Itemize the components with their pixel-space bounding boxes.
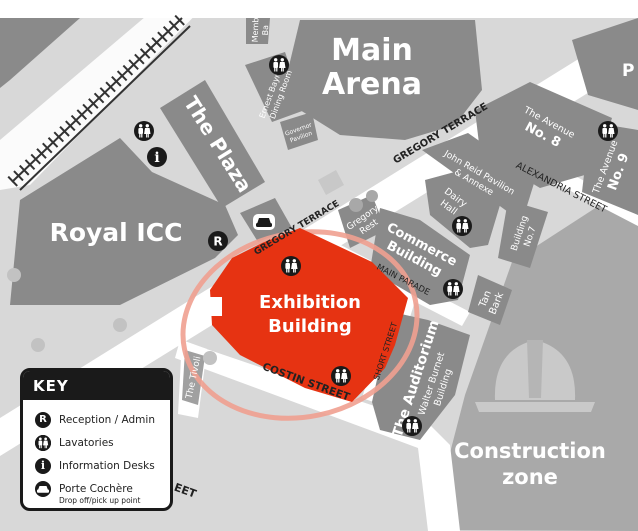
porte-cochere-icon <box>253 214 275 230</box>
reception-icon: R <box>208 231 228 251</box>
info-desk-icon: i <box>147 147 167 167</box>
members-bar-label-2: Ba <box>261 25 270 36</box>
key-label: Reception / Admin <box>59 414 155 426</box>
svg-text:R: R <box>213 235 222 249</box>
building-no7 <box>498 200 548 268</box>
key-sublabel: Drop off/pick up point <box>59 496 141 505</box>
railway-track <box>11 17 183 183</box>
top-right-building <box>572 18 638 110</box>
lavatory-icon <box>598 121 618 141</box>
the-plaza-building <box>160 80 265 208</box>
lavatory-icon <box>281 256 301 276</box>
reception-icon: R <box>35 412 51 428</box>
lavatory-icon <box>402 416 422 436</box>
key-label: Information Desks <box>59 460 155 472</box>
map-key: KEY R Reception / Admin Lavatories i Inf… <box>20 368 173 511</box>
commerce-building <box>370 208 470 305</box>
key-label: Porte Cochère <box>59 483 133 495</box>
left-area <box>0 18 80 88</box>
lavatory-icon <box>35 435 51 451</box>
lavatory-icon <box>269 55 289 75</box>
lavatory-icon <box>331 366 351 386</box>
exhibition-building-label-2: Building <box>268 316 352 337</box>
key-title: KEY <box>23 371 170 400</box>
royal-icc-building <box>10 138 238 305</box>
lavatory-icon <box>134 121 154 141</box>
construction-zone-label-2: zone <box>502 465 558 489</box>
members-bar-building <box>246 18 270 44</box>
exhibition-highlight-ring <box>180 229 420 421</box>
lavatory-icon <box>452 216 472 236</box>
members-bar-label: Memb <box>251 17 261 42</box>
key-item-lavatories: Lavatories <box>23 432 170 455</box>
john-reid-building <box>422 133 535 222</box>
dairy-hall-building <box>425 170 500 248</box>
royal-icc-label: Royal ICC <box>50 218 183 247</box>
p-fragment-label: P <box>622 61 634 81</box>
key-item-information: i Information Desks <box>23 455 170 478</box>
governor-pavilion-building <box>280 112 318 150</box>
avenue-no8-building <box>475 82 612 188</box>
lavatory-icon <box>443 279 463 299</box>
main-arena-building <box>288 20 482 140</box>
key-item-porte-cochere: Porte Cochère Drop off/pick up point <box>23 478 170 508</box>
svg-text:i: i <box>154 150 159 166</box>
key-label: Lavatories <box>59 437 114 449</box>
exhibition-porch <box>201 297 222 316</box>
exhibition-building-label: Exhibition <box>259 292 361 313</box>
main-arena-label: Main <box>331 33 413 68</box>
auditorium-building <box>372 312 470 440</box>
exhibition-building <box>210 228 408 402</box>
tan-bark-building <box>468 275 512 325</box>
ernest-baynes-building <box>245 52 305 122</box>
main-arena-label-2: Arena <box>322 67 422 102</box>
info-icon: i <box>35 458 51 474</box>
key-item-reception: R Reception / Admin <box>23 409 170 432</box>
car-icon <box>35 481 51 497</box>
tree <box>349 198 363 212</box>
avenue-no9-building <box>582 122 638 215</box>
hard-hat-icon <box>475 340 595 412</box>
construction-zone-label: Construction <box>454 439 606 463</box>
